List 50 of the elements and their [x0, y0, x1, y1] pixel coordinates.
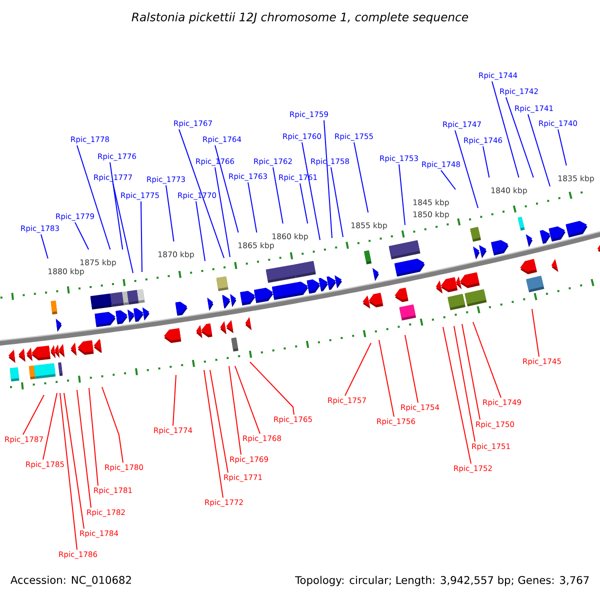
leader-line: [558, 128, 567, 166]
leader-line: [440, 170, 456, 190]
leader-line: [272, 166, 284, 224]
leader-line: [204, 370, 224, 498]
leader-line: [140, 200, 142, 272]
leader-line: [300, 182, 308, 224]
footer-text: Accession: NC_010682: [10, 576, 131, 586]
leader-line: [40, 234, 48, 259]
leader-line: [250, 362, 294, 416]
leader-line: [454, 326, 476, 442]
leader-line: [178, 128, 224, 258]
leader-line: [532, 308, 540, 358]
leader-line: [172, 374, 176, 426]
footer-text: Topology: circular; Length: 3,942,557 bp; Genes: 3,767: [295, 576, 589, 586]
leader-line: [64, 392, 84, 530]
leader-line: [102, 386, 124, 464]
leader-line: [330, 166, 344, 238]
leader-line: [112, 182, 134, 274]
leader-line: [234, 366, 260, 434]
leader-line: [228, 366, 242, 456]
leader-line: [398, 164, 406, 226]
leader-line: [210, 370, 228, 474]
leader-line: [344, 342, 372, 396]
leader-line: [60, 392, 78, 550]
leader-line: [76, 390, 92, 508]
leader-line: [110, 162, 124, 250]
leader-line: [42, 392, 58, 460]
leader-line: [354, 142, 369, 213]
leader-line: [404, 334, 418, 404]
leader-line: [76, 144, 111, 250]
leader-line: [482, 146, 490, 178]
leader-line: [462, 324, 480, 420]
leader-line: [528, 114, 550, 187]
leader-line: [324, 120, 332, 238]
leader-line: [22, 394, 44, 436]
leader-line: [506, 96, 534, 178]
leader-line: [472, 322, 502, 398]
leader-line: [442, 326, 472, 464]
leader-line: [74, 222, 90, 250]
leader-line: [454, 130, 478, 208]
leader-line: [378, 340, 394, 418]
leader-line: [166, 184, 174, 242]
leader-line: [248, 182, 258, 233]
leader-line: [88, 388, 98, 486]
leader-line: [492, 80, 520, 178]
leader-line: [214, 144, 239, 233]
title: Ralstonia pickettii 12J chromosome 1, complete sequence: [132, 12, 468, 24]
leader-line: [196, 200, 206, 262]
leader-line: [302, 142, 320, 240]
leader-line: [214, 166, 230, 258]
